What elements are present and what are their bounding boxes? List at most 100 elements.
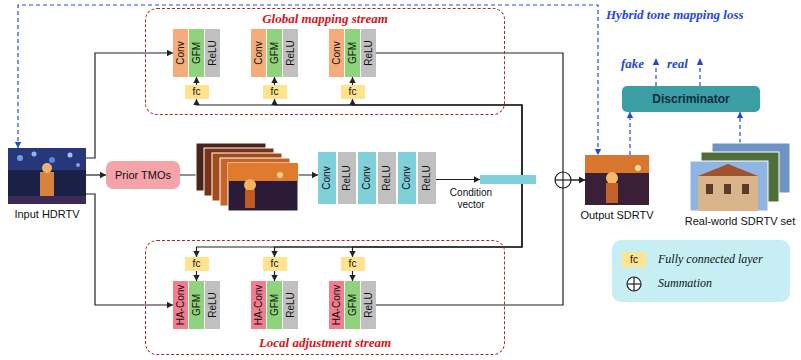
node-label: Conv	[402, 166, 412, 189]
process-box: Prior TMOs	[106, 161, 180, 189]
connector	[271, 99, 522, 175]
image-part	[245, 190, 255, 208]
image-part	[277, 172, 283, 178]
connector	[436, 176, 480, 182]
node-label: GFM	[270, 294, 280, 316]
node-label: fc	[271, 259, 279, 269]
layer-bar: HA-Conv	[173, 281, 188, 329]
connector	[737, 112, 743, 143]
node-label: ReLU	[208, 292, 218, 318]
sdr-output-image	[585, 155, 649, 205]
arrow-head	[627, 112, 633, 118]
node-label: ReLU	[286, 40, 296, 66]
layer-bar: ReLU	[283, 281, 298, 329]
layer-bar: ReLU	[205, 29, 220, 77]
arrow-head	[653, 58, 659, 65]
image-part	[706, 184, 713, 194]
edge-label: Hybrid tone mapping loss	[606, 8, 744, 22]
legend-swatch: fc	[622, 252, 646, 267]
arrow-head	[193, 77, 199, 83]
arrow-head	[271, 77, 277, 83]
node-label: Conv	[254, 41, 264, 64]
image-part	[742, 184, 749, 194]
connector	[627, 112, 633, 155]
output-tag: real	[667, 57, 688, 71]
stream-region: Global mapping streamConvGFMReLUConvGFMR…	[145, 8, 505, 115]
connector	[193, 271, 199, 281]
node-caption: Input HDRTV	[14, 208, 79, 220]
image-part	[635, 165, 641, 171]
arrow-head	[579, 177, 585, 183]
layer-bar: GFM	[267, 29, 282, 77]
prior-tmo-images	[196, 143, 298, 211]
connector	[271, 271, 277, 281]
connector	[271, 184, 522, 257]
arrow-head	[595, 149, 601, 155]
arrow-head	[737, 112, 743, 118]
image-part	[244, 179, 256, 191]
node-label: ReLU	[422, 165, 432, 191]
image-part	[606, 183, 618, 203]
node-label: GFM	[270, 42, 280, 64]
node-label: GFM	[192, 42, 202, 64]
image-node: Real-world SDRTV set	[690, 143, 790, 211]
connector-line	[86, 194, 173, 305]
layer-bar: Conv	[329, 29, 344, 77]
fc-box: fc	[341, 85, 365, 99]
real-world-images	[690, 143, 790, 211]
node-label: Conv	[332, 41, 342, 64]
image-ground	[585, 155, 649, 205]
fc-box: fc	[263, 257, 287, 271]
vector-bar: Condition vector	[480, 175, 536, 184]
node-label: fc	[349, 259, 357, 269]
discriminator-box: Discriminator	[622, 86, 760, 112]
layer-bar: GFM	[267, 281, 282, 329]
node-label: Conv	[362, 166, 372, 189]
layer-bar: HA-Conv	[329, 281, 344, 329]
node-caption: Output SDRTV	[580, 209, 653, 221]
connector-line	[86, 53, 173, 158]
legend-box: fcFully connected layerSummation	[612, 240, 790, 302]
connector-line	[629, 112, 630, 155]
connector	[86, 172, 106, 178]
stream-region: Local adjustment streamfcfcfcHA-ConvGFMR…	[145, 240, 505, 355]
layer-bar: ReLU	[283, 29, 298, 77]
fc-box: fc	[263, 85, 287, 99]
arrow-head	[579, 177, 585, 183]
summation-plus	[562, 172, 563, 188]
layer-bar: GFM	[189, 29, 204, 77]
connector	[349, 271, 355, 281]
image-node: Output SDRTV	[585, 155, 649, 205]
layer-bar: ReLU	[418, 152, 436, 204]
node-label: fc	[193, 259, 201, 269]
arrow-head	[271, 99, 277, 105]
legend-text: Summation	[658, 276, 712, 291]
image-frame	[228, 163, 298, 211]
arrow-head	[349, 77, 355, 83]
node-label: fc	[271, 87, 279, 97]
arrow-head	[697, 58, 703, 65]
node-label: HA-Conv	[332, 285, 342, 326]
connector	[349, 77, 355, 85]
image-part	[49, 157, 55, 163]
fc-box: fc	[341, 257, 365, 271]
arrow-head	[15, 142, 21, 148]
layer-bar: Conv	[398, 152, 416, 204]
stream-title: Local adjustment stream	[146, 336, 504, 350]
summation-circle	[627, 277, 641, 291]
dashed-arrow	[655, 64, 656, 86]
node-caption: Condition vector	[440, 187, 502, 210]
layer-bar: ReLU	[205, 281, 220, 329]
image-part	[228, 163, 298, 181]
summation-circle	[555, 172, 571, 188]
summation-symbol	[555, 172, 571, 188]
image-part	[68, 153, 73, 158]
layer-bar: GFM	[345, 281, 360, 329]
hdr-image	[8, 148, 86, 204]
node-label: ReLU	[286, 292, 296, 318]
legend-symbol	[625, 276, 643, 292]
image-part	[698, 164, 758, 176]
layer-bar: ReLU	[361, 29, 376, 77]
stream-title: Global mapping stream	[146, 12, 504, 26]
